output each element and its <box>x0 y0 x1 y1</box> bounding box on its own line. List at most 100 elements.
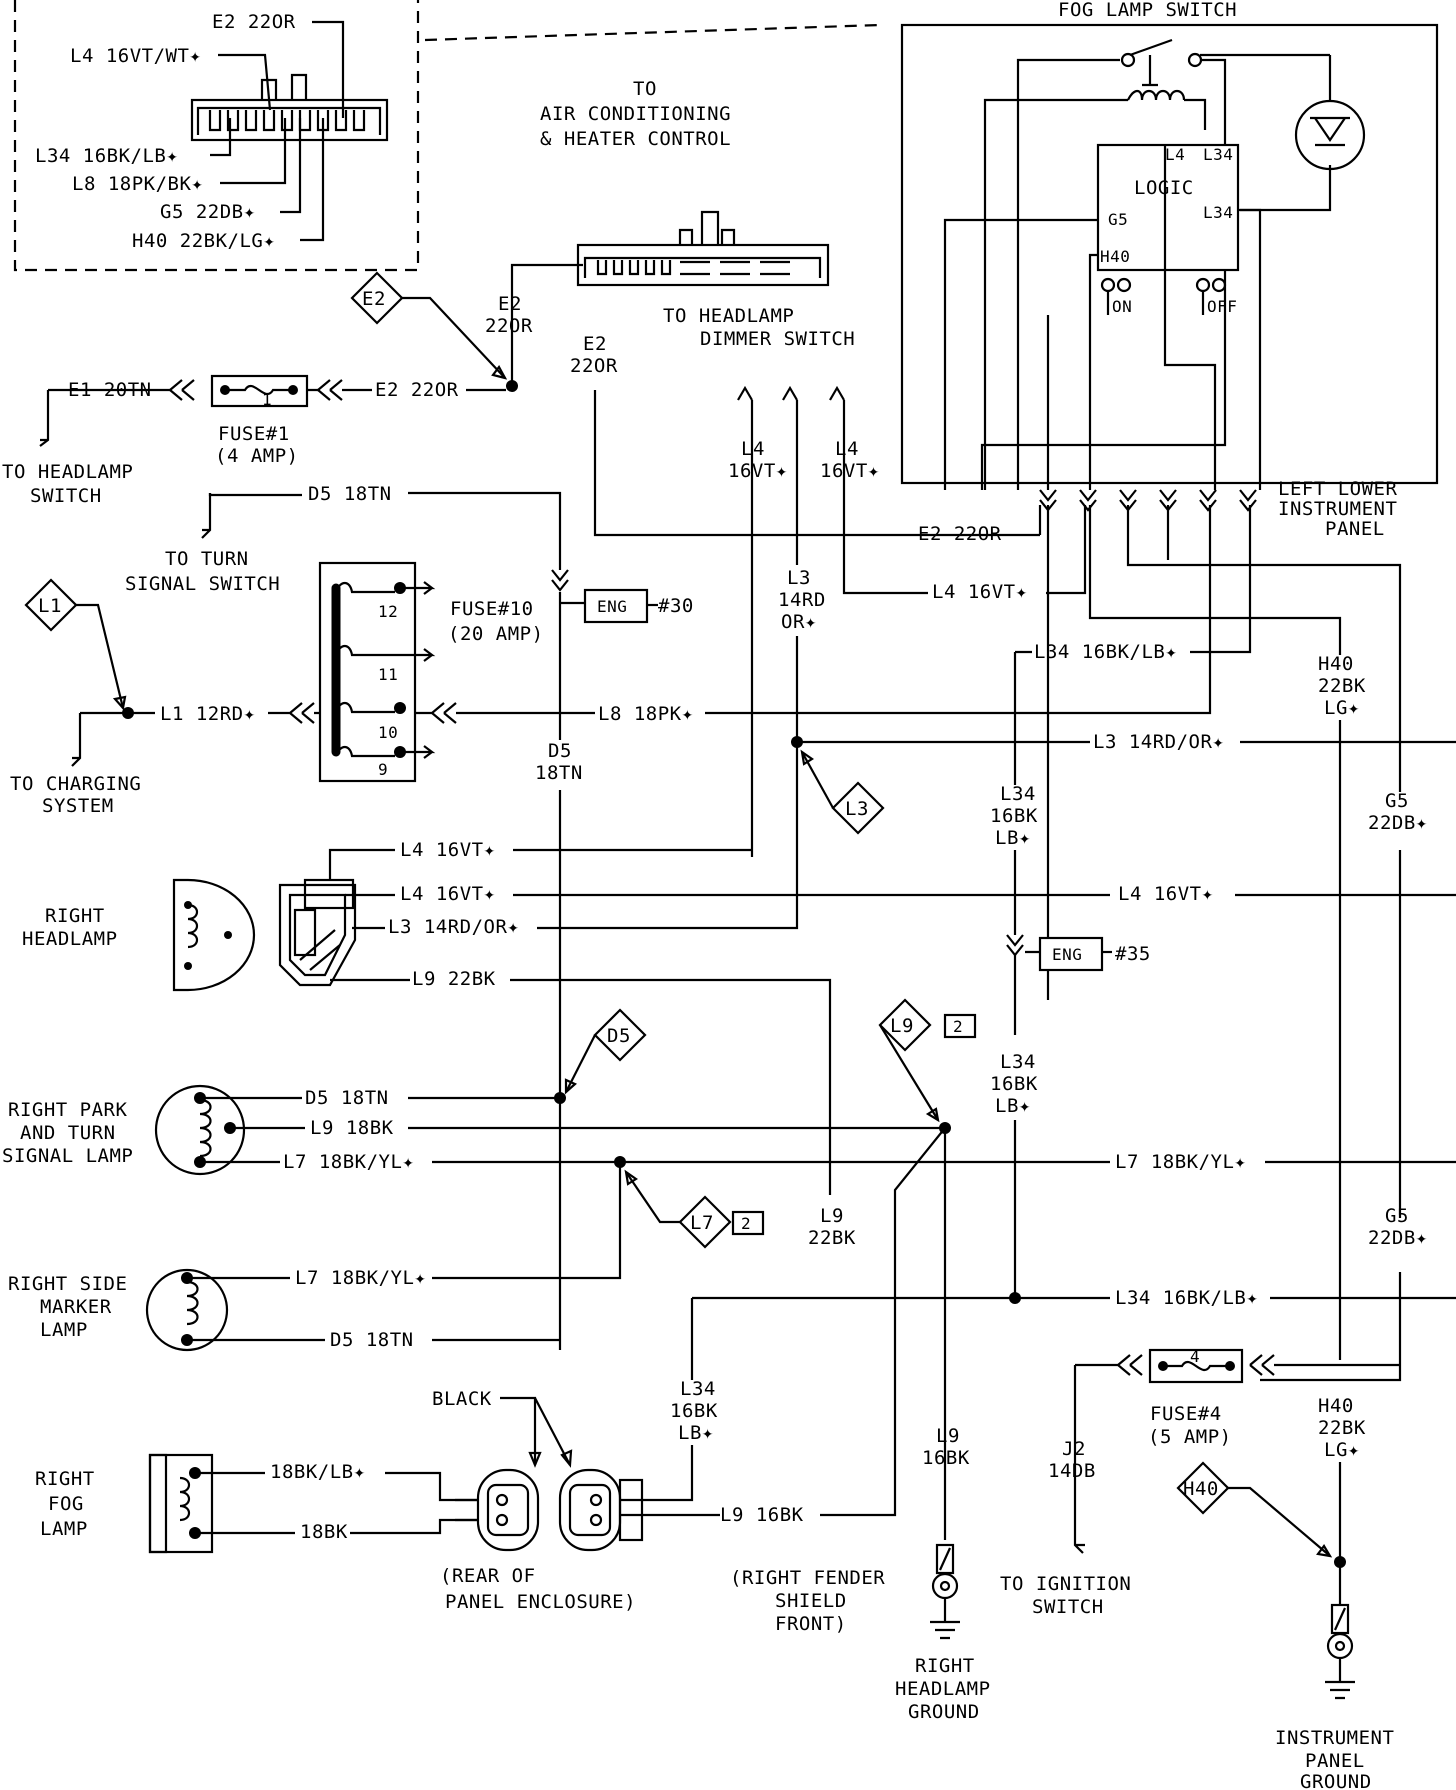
wire-label: L9 18BK <box>310 1117 394 1139</box>
wire-label: 18TN <box>535 762 583 784</box>
fuse4-number: 4 <box>1190 1347 1200 1366</box>
logic-pin: L34 <box>1203 145 1233 164</box>
panel-label: LEFT LOWER <box>1278 478 1397 500</box>
logic-pin: G5 <box>1108 210 1128 229</box>
wire-label: 14DB <box>1048 1460 1096 1482</box>
wire-label: 16BK <box>990 1073 1038 1095</box>
wire-label: L34 16BK/LB✦ <box>1034 641 1177 663</box>
ground-label: PANEL <box>1305 1750 1365 1772</box>
fuse-terminal: 12 <box>378 602 398 621</box>
wire-label: L8 18PK/BK✦ <box>72 173 203 195</box>
wire-label: LG✦ <box>1324 1439 1360 1461</box>
ac-heater-connector: TO AIR CONDITIONING & HEATER CONTROL <box>540 78 830 287</box>
wire-label: L34 <box>1000 1051 1036 1073</box>
fender-label: SHIELD <box>775 1590 847 1612</box>
instrument-panel-ground: H40 INSTRUMENT PANEL GROUND <box>1176 1461 1394 1790</box>
fuse10-block: 12 11 10 9 FUSE#10 (20 AMP) ENG #30 <box>318 561 694 783</box>
park-lamp-label: AND TURN <box>20 1122 116 1144</box>
wire-label: L9 16BK <box>720 1504 804 1526</box>
eng-number: #35 <box>1115 943 1151 965</box>
panel-label: PANEL <box>1325 518 1385 540</box>
wire-label: 14RD <box>778 589 826 611</box>
logic-pin: L34 <box>1203 203 1233 222</box>
fog-lamp-label: LAMP <box>40 1518 88 1540</box>
fuse4-rating: (5 AMP) <box>1148 1426 1232 1448</box>
fuse4-name: FUSE#4 <box>1150 1403 1222 1425</box>
charging-label: TO CHARGING <box>10 773 141 795</box>
d5-diamond-label: D5 <box>607 1025 631 1047</box>
fog-lamp-label: FOG <box>48 1493 84 1515</box>
l9-diamond-label: L9 <box>890 1015 914 1037</box>
wire-label: H40 <box>1318 1395 1354 1417</box>
black-label: BLACK <box>432 1388 492 1410</box>
wire-label: L7 18BK/YL✦ <box>283 1151 414 1173</box>
marker-label: LAMP <box>40 1319 88 1341</box>
side-marker-lamp: RIGHT SIDE MARKER LAMP L7 18BK/YL✦ D5 18… <box>8 1267 1456 1352</box>
headlamp-label: RIGHT <box>45 905 105 927</box>
wire-label: L4 16VT✦ <box>1118 883 1214 905</box>
fuse1-rating: (4 AMP) <box>215 445 299 467</box>
fender-label: FRONT) <box>775 1613 847 1635</box>
l7-diamond-label: L7 <box>690 1212 714 1234</box>
wire-label: D5 18TN <box>305 1087 389 1109</box>
park-lamp-label: SIGNAL LAMP <box>2 1145 133 1167</box>
enclosure-label: (REAR OF <box>440 1565 536 1587</box>
wire-label: L34 16BK/LB✦ <box>1115 1287 1258 1309</box>
wire-label: LB✦ <box>995 827 1031 849</box>
wire-label: D5 <box>548 740 572 762</box>
switch-off-label: OFF <box>1207 297 1237 316</box>
logic-pin: H40 <box>1100 247 1130 266</box>
ac-label-line1: TO <box>633 78 657 100</box>
switch-on-label: ON <box>1112 297 1132 316</box>
wire-label: G5 <box>1385 790 1409 812</box>
ground-label: GROUND <box>908 1701 980 1723</box>
wire-label: L34 16BK/LB✦ <box>35 145 178 167</box>
turn-signal-circuit: D5 18TN TO TURN SIGNAL SWITCH <box>125 483 569 595</box>
e2-fuse1-circuit: E2 E2 22OR E2 22OR E2 22OR TO HEADLAMP D… <box>2 263 1042 545</box>
ground-label: GROUND <box>1300 1771 1372 1790</box>
wire-label: L4 16VT✦ <box>400 883 496 905</box>
wire-label: 18BK/LB✦ <box>270 1461 366 1483</box>
fuse10-name: FUSE#10 <box>450 598 534 620</box>
wire-label: L7 18BK/YL✦ <box>1115 1151 1246 1173</box>
wire-label: L9 <box>936 1425 960 1447</box>
wire-label: LB✦ <box>678 1422 714 1444</box>
wire-label: L4 16VT✦ <box>932 581 1028 603</box>
ac-label-line2: AIR CONDITIONING <box>540 103 731 125</box>
wire-label: L34 <box>1000 783 1036 805</box>
wire-label: 22BK <box>808 1227 856 1249</box>
headlamp-label: HEADLAMP <box>22 928 118 950</box>
park-turn-lamp: RIGHT PARK AND TURN SIGNAL LAMP D5 18TN … <box>2 1084 1456 1280</box>
logic-label: LOGIC <box>1134 177 1194 199</box>
wire-label: L34 <box>680 1378 716 1400</box>
marker-label: MARKER <box>40 1296 112 1318</box>
wire-label: L8 18PK✦ <box>598 703 694 725</box>
park-turn-junctions: D5 L9 2 L34 16BK LB✦ <box>554 998 1038 1540</box>
fog-lamp-switch: FOG LAMP SWITCH LOGIC L4 L34 L34 G5 H40 … <box>900 0 1439 490</box>
eng-number: #30 <box>658 595 694 617</box>
wire-label: LB✦ <box>995 1095 1031 1117</box>
l3-row: L3 14RD/OR✦ L3 D5 18TN L34 16BK LB✦ G5 2… <box>535 592 1456 1350</box>
wire-label: OR✦ <box>781 611 817 633</box>
fog-lamp-label: RIGHT <box>35 1468 95 1490</box>
right-headlamp: RIGHT HEADLAMP L4 16VT✦ L4 16VT✦ L4 16VT… <box>22 839 1456 1195</box>
wire-label: G5 22DB✦ <box>160 201 256 223</box>
charging-label: SYSTEM <box>42 795 114 817</box>
wire-label: L1 12RD✦ <box>160 703 256 725</box>
ignition-label: TO IGNITION <box>1000 1573 1131 1595</box>
h40-diamond-label: H40 <box>1183 1478 1219 1500</box>
turn-signal-label: TO TURN <box>165 548 249 570</box>
wire-label: L4 <box>835 438 859 460</box>
wire-label: 16VT✦ <box>820 460 880 482</box>
l1-diamond-label: L1 <box>38 595 62 617</box>
dimmer-wires: L4 16VT✦ L4 16VT✦ L4 16VT✦ L3 14RD OR✦ L… <box>728 400 1402 1382</box>
wire-label: E2 22OR <box>918 523 1002 545</box>
ground-label: RIGHT <box>915 1655 975 1677</box>
wire-label: E2 <box>583 333 607 355</box>
wire-label: E2 22OR <box>212 11 296 33</box>
wire-label: 16BK <box>670 1400 718 1422</box>
wire-label: D5 18TN <box>308 483 392 505</box>
wire-label: D5 18TN <box>330 1329 414 1351</box>
e2-diamond-label: E2 <box>362 288 386 310</box>
